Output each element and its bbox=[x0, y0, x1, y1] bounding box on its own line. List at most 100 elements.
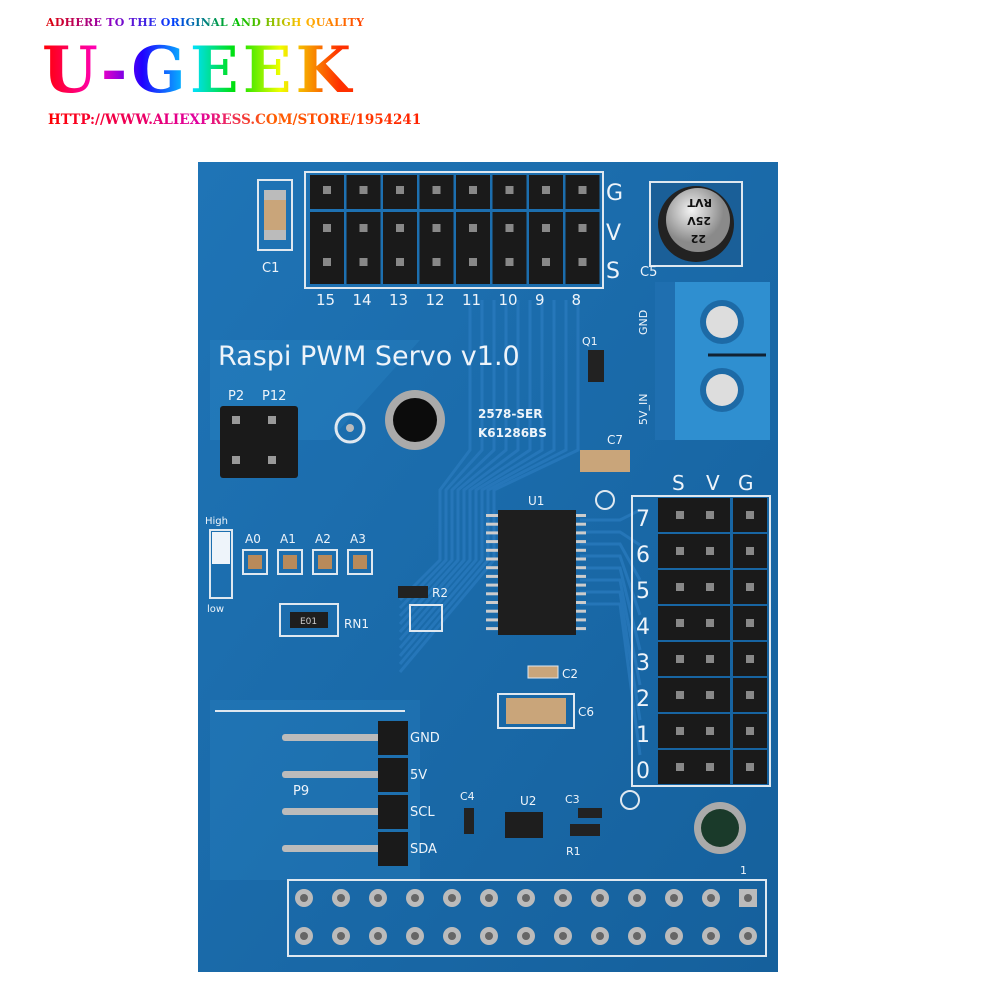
svg-text:GND: GND bbox=[637, 310, 650, 335]
row-label: S bbox=[606, 259, 620, 284]
column-label: 13 bbox=[389, 291, 408, 309]
capacitor-c6: C6 bbox=[497, 693, 594, 729]
header-pin-block bbox=[383, 212, 417, 284]
row-label: V bbox=[606, 221, 621, 246]
header-pin-block bbox=[529, 212, 563, 284]
column-label: 10 bbox=[499, 291, 518, 309]
ic-u2: U2 bbox=[505, 794, 543, 838]
jumper-p2-p12: P2 P12 bbox=[220, 389, 298, 478]
header-pin bbox=[282, 771, 382, 778]
svg-text:High: High bbox=[205, 516, 228, 527]
header-pin-block bbox=[456, 212, 490, 284]
header-pin bbox=[282, 734, 382, 741]
svg-text:P2: P2 bbox=[228, 389, 244, 404]
pin-label: 5V bbox=[410, 768, 427, 783]
ic-u1: U1 bbox=[486, 494, 586, 635]
header-pin-block bbox=[419, 212, 454, 284]
header-pin-pair bbox=[658, 606, 730, 640]
address-pads: A0 A1 A2 A3 bbox=[242, 532, 373, 575]
i2c-header-p9: P9 GND 5V SCL SDA bbox=[215, 710, 440, 866]
svg-text:C6: C6 bbox=[578, 705, 594, 719]
svg-text:low: low bbox=[207, 604, 224, 615]
svg-text:1: 1 bbox=[740, 864, 747, 877]
svg-text:K61286BS: K61286BS bbox=[478, 426, 547, 440]
svg-text:5V_IN: 5V_IN bbox=[637, 394, 650, 426]
column-label: G bbox=[738, 471, 754, 495]
svg-text:E01: E01 bbox=[300, 617, 317, 627]
pin-label: SDA bbox=[410, 842, 437, 857]
header-pin-block bbox=[492, 212, 527, 284]
pad-label-a1: A1 bbox=[280, 532, 296, 546]
capacitor-c3: C3 bbox=[565, 793, 602, 818]
svg-text:C3: C3 bbox=[565, 793, 580, 806]
column-label: 15 bbox=[316, 291, 335, 309]
row-label: 7 bbox=[636, 507, 650, 532]
svg-text:Q1: Q1 bbox=[582, 335, 598, 348]
pad-label-a0: A0 bbox=[245, 532, 261, 546]
header-pin-block bbox=[565, 212, 600, 284]
row-label: 6 bbox=[636, 543, 650, 568]
column-label: V bbox=[706, 471, 720, 495]
header-pin-pair bbox=[658, 750, 730, 784]
svg-text:C4: C4 bbox=[460, 790, 475, 803]
row-label: 0 bbox=[636, 759, 650, 784]
pad-label-a2: A2 bbox=[315, 532, 331, 546]
pin-label: SCL bbox=[410, 805, 435, 820]
transistor-q1: Q1 bbox=[582, 335, 604, 382]
header-pin-pair bbox=[658, 570, 730, 604]
header-pin bbox=[282, 808, 382, 815]
gpio-header: 1 bbox=[287, 864, 767, 957]
header-pin-pair bbox=[658, 678, 730, 712]
column-label: 11 bbox=[462, 291, 481, 309]
capacitor-c7: C7 bbox=[580, 433, 630, 472]
svg-text:C5: C5 bbox=[640, 265, 657, 280]
row-label: 2 bbox=[636, 687, 650, 712]
svg-text:RN1: RN1 bbox=[344, 617, 369, 631]
column-label: 9 bbox=[535, 291, 545, 309]
svg-text:22: 22 bbox=[691, 232, 706, 245]
servo-header-top: 15 14 13 12 11 10 9 8 GVS bbox=[304, 171, 623, 309]
header-pin-block bbox=[346, 212, 381, 284]
column-label: 8 bbox=[572, 291, 582, 309]
row-label: G bbox=[606, 181, 623, 206]
pad-label-a3: A3 bbox=[350, 532, 366, 546]
resistor-r2: R2 bbox=[398, 586, 448, 632]
row-label: 1 bbox=[636, 723, 650, 748]
header-pin-pair bbox=[658, 642, 730, 676]
watermark-tagline: ADHERE TO THE ORIGINAL AND HIGH QUALITY bbox=[46, 16, 365, 29]
pin-label: GND bbox=[410, 731, 440, 746]
header-pin bbox=[282, 845, 382, 852]
svg-text:P12: P12 bbox=[262, 389, 286, 404]
capacitor-c1: C1 bbox=[257, 179, 293, 276]
capacitor-c2: C2 bbox=[527, 665, 578, 681]
row-label: 4 bbox=[636, 615, 650, 640]
column-label: 14 bbox=[353, 291, 372, 309]
power-terminal-block: GND 5V_IN bbox=[637, 282, 770, 440]
row-label: 3 bbox=[636, 651, 650, 676]
svg-text:2578-SER: 2578-SER bbox=[478, 407, 542, 421]
address-level-indicator: High low bbox=[205, 516, 233, 615]
watermark-logo: ADHERE TO THE ORIGINAL AND HIGH QUALITY … bbox=[42, 16, 462, 130]
column-label: 12 bbox=[426, 291, 445, 309]
header-pin-pair bbox=[658, 714, 730, 748]
svg-text:R1: R1 bbox=[566, 845, 581, 858]
header-pin-pair bbox=[658, 498, 730, 532]
header-pin-block bbox=[310, 212, 344, 284]
board-title: Raspi PWM Servo v1.0 bbox=[218, 341, 520, 372]
resistor-network-rn1: E01 RN1 bbox=[279, 603, 369, 637]
capacitor-c5: 22 25V RVT C5 bbox=[640, 181, 743, 280]
resistor-r1: R1 bbox=[566, 824, 600, 858]
row-label: 5 bbox=[636, 579, 650, 604]
svg-text:25V: 25V bbox=[687, 214, 711, 227]
svg-text:U2: U2 bbox=[520, 794, 536, 808]
svg-text:C1: C1 bbox=[262, 261, 279, 276]
svg-text:RVT: RVT bbox=[687, 196, 712, 209]
watermark-brand: U-GEEK bbox=[42, 33, 356, 108]
capacitor-c4: C4 bbox=[460, 790, 475, 834]
svg-text:U1: U1 bbox=[528, 494, 544, 508]
svg-text:C2: C2 bbox=[562, 667, 578, 681]
column-label: S bbox=[672, 471, 685, 495]
svg-text:P9: P9 bbox=[293, 784, 309, 799]
